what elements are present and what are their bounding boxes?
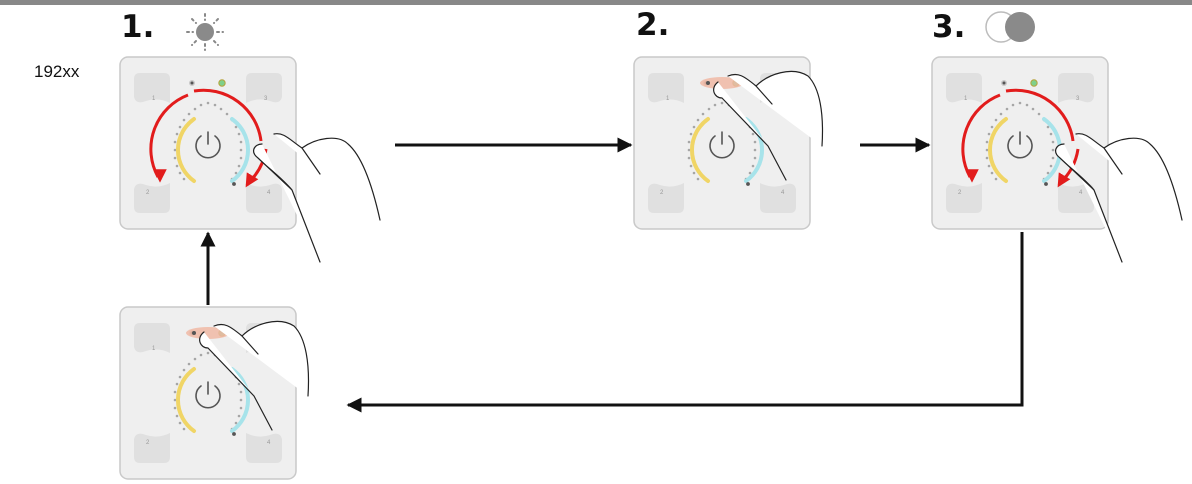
zone-number-1: 1 [152,96,156,102]
zone-number-3: 3 [264,96,268,102]
light-on-icon [186,13,224,51]
toggle-off-icon [985,11,1035,43]
zone-number-1: 1 [152,346,156,352]
step-3-label: 3. [932,9,966,45]
zone-number-2: 2 [958,190,962,196]
model-label: 192xx [34,62,80,81]
top-border-bar [0,0,1192,5]
zone-number-4: 4 [1079,190,1083,196]
zone-number-2: 2 [146,440,150,446]
step-1-label: 1. [121,9,155,45]
step-2-label: 2. [636,7,670,43]
zone-number-3: 3 [1076,96,1080,102]
arrow-step-3-to-return [346,232,1024,413]
zone-number-1: 1 [964,96,968,102]
zone-number-2: 2 [146,190,150,196]
zone-number-2: 2 [660,190,664,196]
dial-panel-step-3: 1 3 2 4 [930,55,1110,231]
zone-number-4: 4 [267,190,271,196]
zone-number-4: 4 [267,440,271,446]
zone-number-4: 4 [781,190,785,196]
dial-panel-step-1: 1 3 2 4 [118,55,298,231]
zone-number-1: 1 [666,96,670,102]
